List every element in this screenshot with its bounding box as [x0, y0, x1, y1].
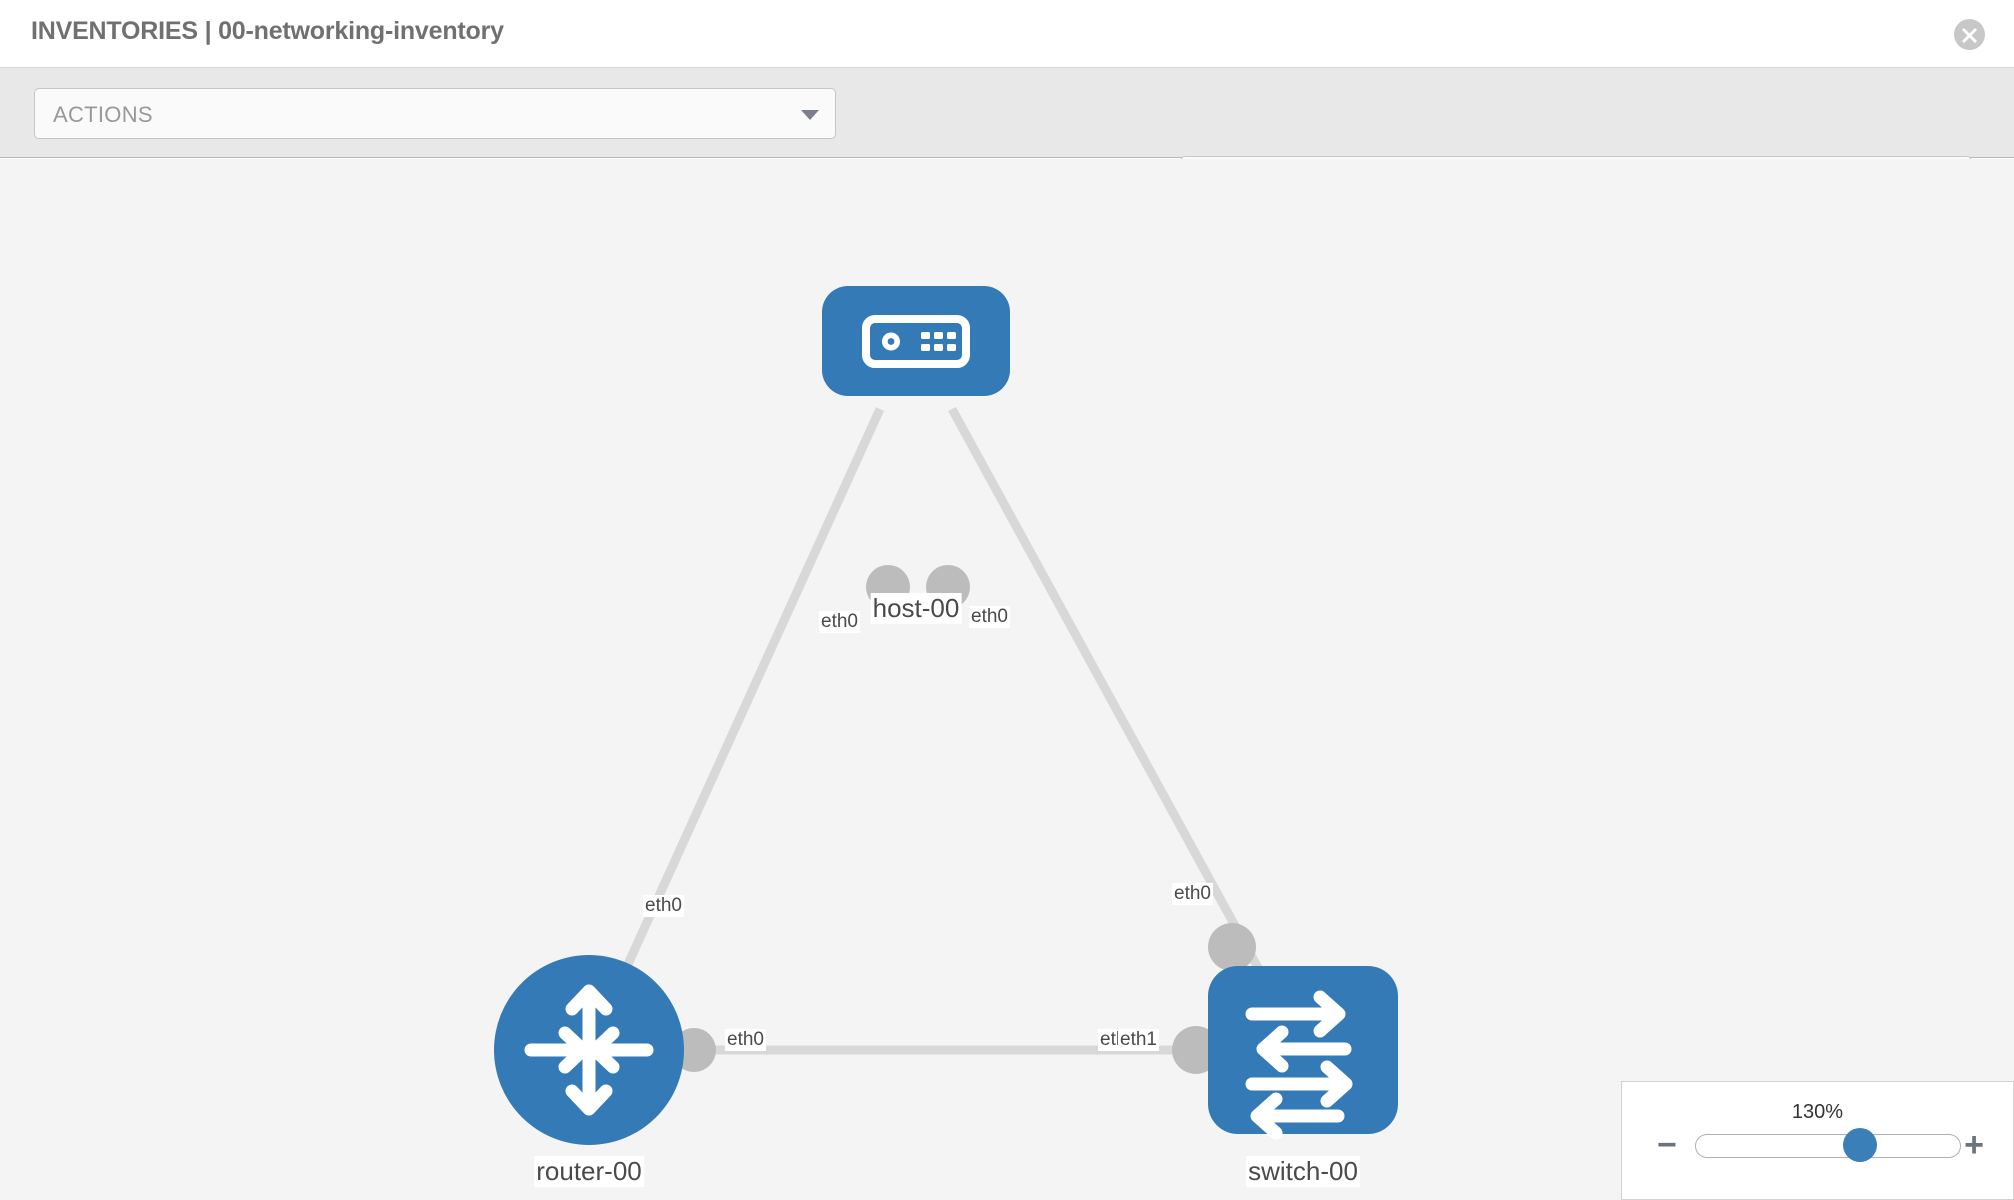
- actions-dropdown[interactable]: ACTIONS: [34, 88, 836, 139]
- node-label-host-00[interactable]: host-00: [870, 593, 962, 624]
- link-host00-router00[interactable]: [584, 407, 885, 1052]
- actions-dropdown-label: ACTIONS: [53, 102, 153, 127]
- page-header: INVENTORIES | 00-networking-inventory: [0, 0, 2014, 68]
- node-label-switch-00[interactable]: switch-00: [1246, 1156, 1360, 1187]
- interface-label-router00-eth0-uplink: eth0: [643, 895, 684, 917]
- switch-arrows-icon: [1245, 990, 1353, 1140]
- zoom-out-button[interactable]: −: [1657, 1126, 1677, 1164]
- node-switch-00[interactable]: [1208, 966, 1398, 1140]
- connector-switch00-north: [1208, 923, 1256, 971]
- interface-label-switch00-eth0-uplink: eth0: [1172, 883, 1213, 905]
- node-host-00[interactable]: [822, 286, 1010, 396]
- link-layer: [584, 406, 1307, 1055]
- node-router-00[interactable]: [494, 955, 684, 1145]
- interface-label-host00-eth0-left: eth0: [819, 611, 860, 633]
- interface-label-host00-eth0-right: eth0: [969, 606, 1010, 628]
- toolbar: ACTIONS SEARCH: [0, 68, 2014, 207]
- connector-layer: [672, 565, 1256, 1074]
- node-label-router-00[interactable]: router-00: [534, 1156, 644, 1187]
- router-arrows-icon: [524, 984, 654, 1116]
- zoom-control-panel: 130% − +: [1621, 1081, 2014, 1200]
- interface-label-switch00-eth1-west: eth1: [1118, 1029, 1159, 1051]
- zoom-in-button[interactable]: +: [1964, 1126, 1984, 1164]
- zoom-level-value: 130%: [1791, 1101, 1844, 1123]
- interface-label-router00-eth0-east: eth0: [725, 1029, 766, 1051]
- topology-canvas[interactable]: host-00 router-00 switch-00 eth0 eth0 et…: [0, 159, 2014, 1200]
- page-title: INVENTORIES | 00-networking-inventory: [31, 17, 504, 45]
- zoom-slider-track[interactable]: [1695, 1134, 1961, 1158]
- zoom-slider-thumb[interactable]: [1842, 1128, 1877, 1162]
- close-button[interactable]: [1954, 19, 1985, 50]
- topology-graph: [494, 286, 1398, 1145]
- close-icon: [1962, 28, 1977, 43]
- chevron-down-icon: [801, 110, 819, 120]
- server-icon: [862, 315, 970, 368]
